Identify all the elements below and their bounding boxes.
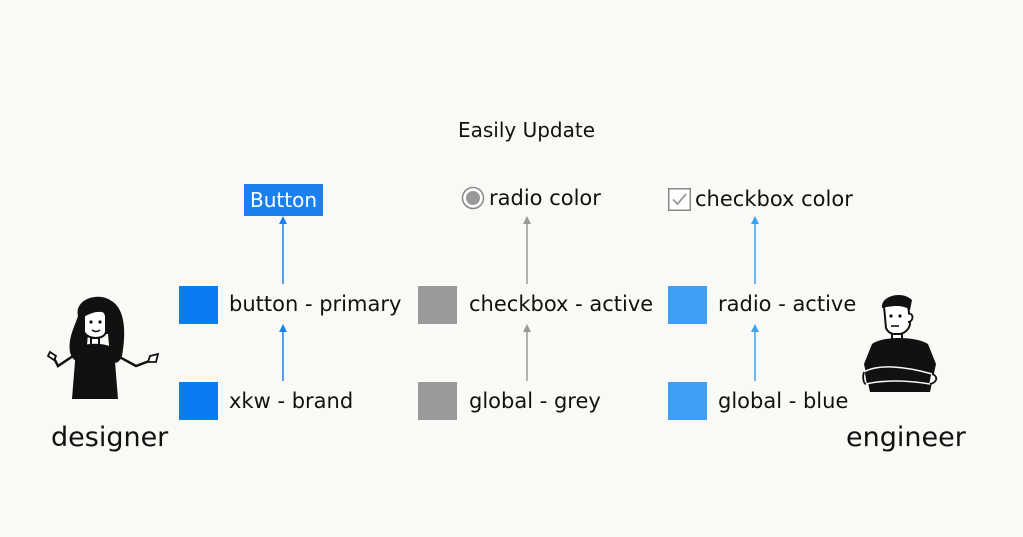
swatch-xkw-brand bbox=[179, 382, 218, 420]
arrow-global-to-semantic-3 bbox=[751, 324, 759, 381]
radio-component-label: radio color bbox=[489, 186, 601, 210]
button-component-sample[interactable]: Button bbox=[244, 184, 323, 216]
semantic-token-label: checkbox - active bbox=[469, 292, 654, 316]
checkbox-component-label: checkbox color bbox=[695, 187, 853, 211]
engineer-label: engineer bbox=[846, 422, 966, 453]
swatch-global-grey bbox=[418, 382, 457, 420]
arrow-semantic-to-button bbox=[279, 216, 287, 284]
swatch-radio-active bbox=[668, 286, 707, 324]
swatch-button-primary bbox=[179, 286, 218, 324]
global-token-label: global - blue bbox=[718, 389, 849, 413]
swatch-global-blue bbox=[668, 382, 707, 420]
arrow-global-to-semantic-2 bbox=[523, 324, 531, 381]
arrow-semantic-to-radio bbox=[523, 216, 531, 284]
engineer-illustration-icon bbox=[862, 294, 938, 392]
semantic-token-label: radio - active bbox=[718, 292, 857, 316]
checkbox-icon bbox=[668, 187, 691, 211]
global-token-label: xkw - brand bbox=[229, 389, 354, 413]
arrow-semantic-to-checkbox bbox=[751, 216, 759, 284]
swatch-checkbox-active bbox=[418, 286, 457, 324]
button-component-label: Button bbox=[250, 188, 317, 212]
designer-label: designer bbox=[51, 422, 169, 453]
radio-icon bbox=[461, 186, 485, 210]
global-token-label: global - grey bbox=[469, 389, 601, 413]
semantic-token-label: button - primary bbox=[229, 292, 402, 316]
arrow-global-to-semantic-1 bbox=[279, 324, 287, 381]
diagram-title: Easily Update bbox=[457, 118, 596, 142]
designer-illustration-icon bbox=[46, 296, 160, 399]
checkbox-component-sample[interactable]: checkbox color bbox=[668, 187, 853, 211]
radio-component-sample[interactable]: radio color bbox=[461, 186, 601, 210]
